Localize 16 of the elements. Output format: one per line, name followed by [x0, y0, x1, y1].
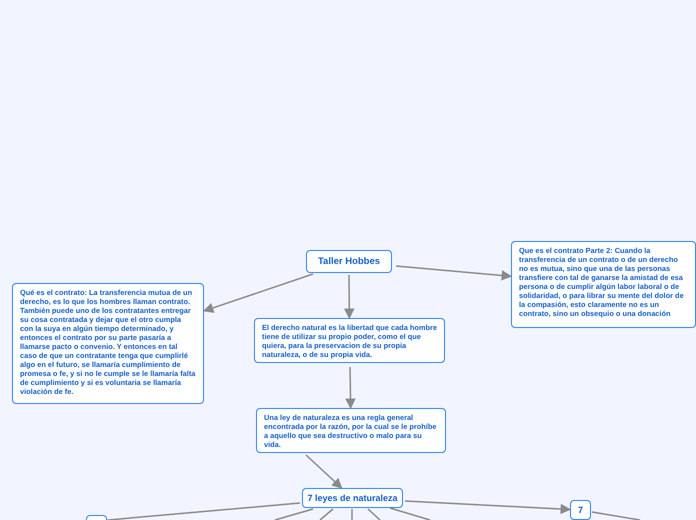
connector-line: [351, 509, 353, 520]
topic-box: Taller Hobbes: [306, 250, 392, 273]
topic-box: 7: [570, 500, 591, 520]
connector-line: [390, 507, 430, 520]
connector-line: [368, 508, 380, 520]
arrow: [404, 500, 572, 514]
connector-line: [106, 502, 300, 520]
arrow: [203, 273, 314, 313]
connector-line: [592, 511, 640, 520]
arrow: [396, 265, 512, 281]
arrow: [345, 366, 356, 410]
arrow: [344, 275, 354, 320]
connector-line: [320, 508, 334, 520]
arrow: [306, 454, 342, 489]
topic-box: 7 leyes de naturaleza: [302, 488, 403, 508]
connector-line: [274, 508, 314, 520]
